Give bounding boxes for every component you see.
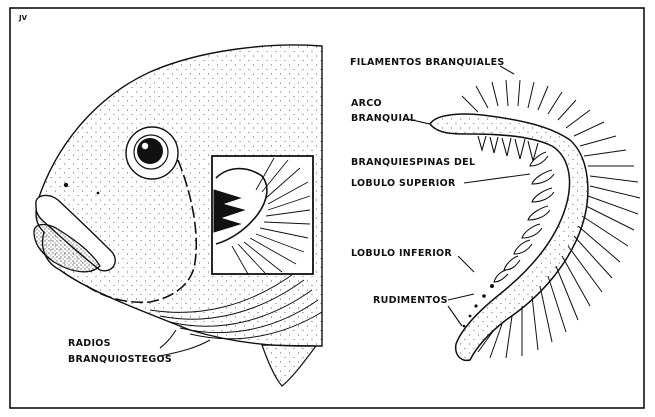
label-branquiostegos: BRANQUIOSTEGOS [68, 354, 172, 365]
label-lobulo-superior: LOBULO SUPERIOR [351, 178, 456, 189]
nostril [64, 183, 68, 187]
nostril [97, 192, 100, 195]
leader-rudimentos [448, 294, 474, 300]
eye-highlight [142, 143, 148, 149]
leader-branquiespinas [464, 174, 530, 183]
label-lobulo-inferior: LOBULO INFERIOR [351, 248, 452, 259]
leader-lobulo-inferior [458, 256, 474, 272]
label-branquiespinas-del: BRANQUIESPINAS DEL [351, 157, 475, 168]
artist-signature: JV [18, 14, 28, 22]
pectoral-fin [262, 345, 316, 386]
label-radios: RADIOS [68, 338, 111, 349]
gill-arch [430, 114, 588, 360]
label-branquial: BRANQUIAL [351, 113, 416, 124]
leader-radios [160, 330, 176, 348]
upper-lobe-gill-rakers [478, 136, 538, 161]
label-filamentos-branquiales: FILAMENTOS BRANQUIALES [350, 57, 505, 68]
fish-head [34, 45, 322, 386]
leader-rudimentos-2 [448, 306, 462, 326]
label-arco: ARCO [351, 98, 382, 109]
gill-arch-diagram [430, 80, 640, 360]
label-rudimentos: RUDIMENTOS [373, 295, 448, 306]
eye-pupil [137, 138, 163, 164]
